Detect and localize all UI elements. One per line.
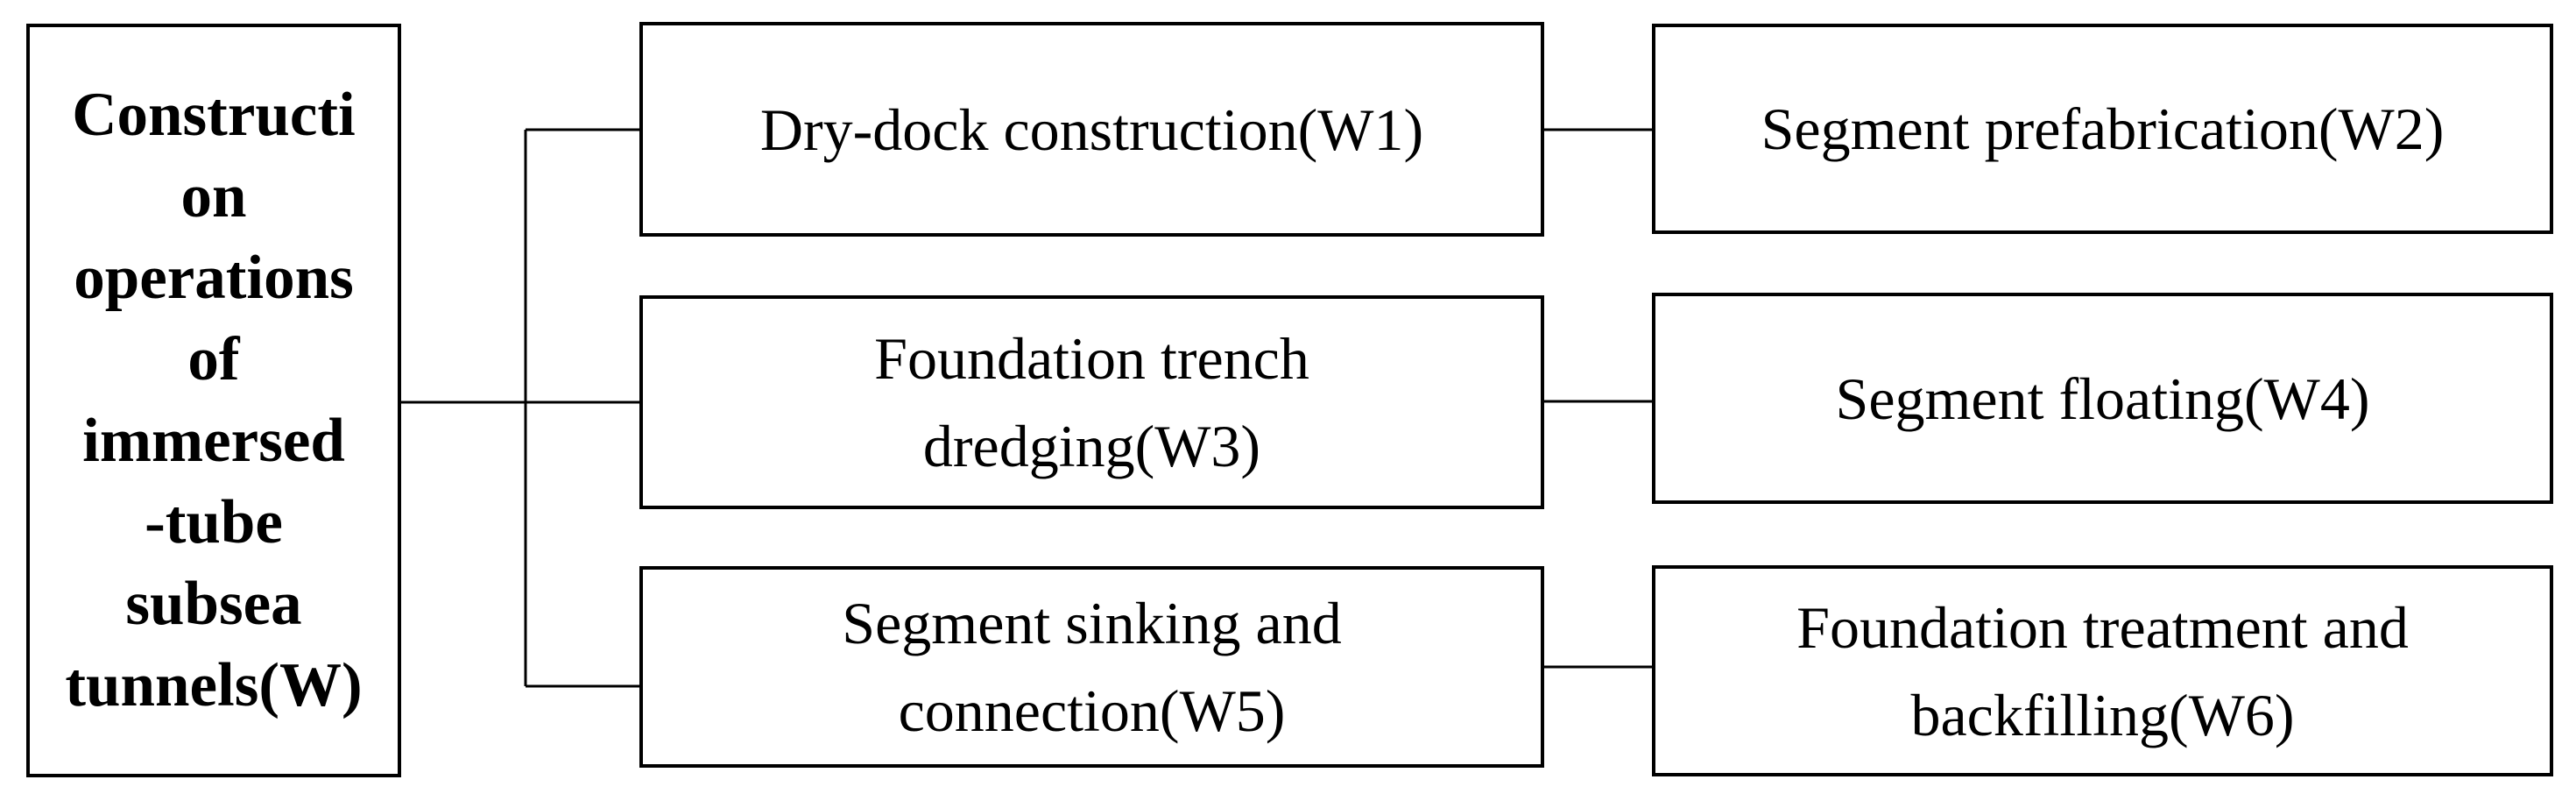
node-w3-label-line: dredging(W3) [922, 413, 1261, 479]
node-w-line: Constructi [72, 81, 356, 149]
node-w-line: tunnels(W) [65, 651, 363, 719]
node-w5-label-line: connection(W5) [898, 677, 1286, 744]
node-w-line: subsea [125, 570, 302, 638]
node-w6: Foundation treatment and backfilling(W6) [1652, 565, 2553, 776]
node-w5: Segment sinking and connection(W5) [639, 566, 1544, 768]
node-w4: Segment floating(W4) [1652, 293, 2553, 504]
node-w3: Foundation trench dredging(W3) [639, 295, 1544, 509]
node-w2: Segment prefabrication(W2) [1652, 24, 2553, 234]
node-w1-label: Dry-dock construction(W1) [759, 96, 1424, 163]
node-w6-label-line: Foundation treatment and [1796, 593, 2409, 661]
node-w-line: operations [74, 244, 354, 312]
node-w1: Dry-dock construction(W1) [639, 22, 1544, 237]
node-w4-label: Segment floating(W4) [1835, 365, 2370, 432]
node-w6-label-line: backfilling(W6) [1910, 681, 2295, 748]
node-w-line: immersed [82, 407, 345, 475]
node-w-line: on [180, 162, 247, 230]
node-w5-label-line: Segment sinking and [842, 590, 1342, 656]
node-w-line: of [187, 325, 240, 393]
node-w-root: Constructi on operations of immersed -tu… [26, 24, 401, 777]
node-w-line: -tube [145, 488, 283, 556]
node-w3-label-line: Foundation trench [874, 325, 1309, 392]
node-w2-label: Segment prefabrication(W2) [1761, 96, 2445, 162]
